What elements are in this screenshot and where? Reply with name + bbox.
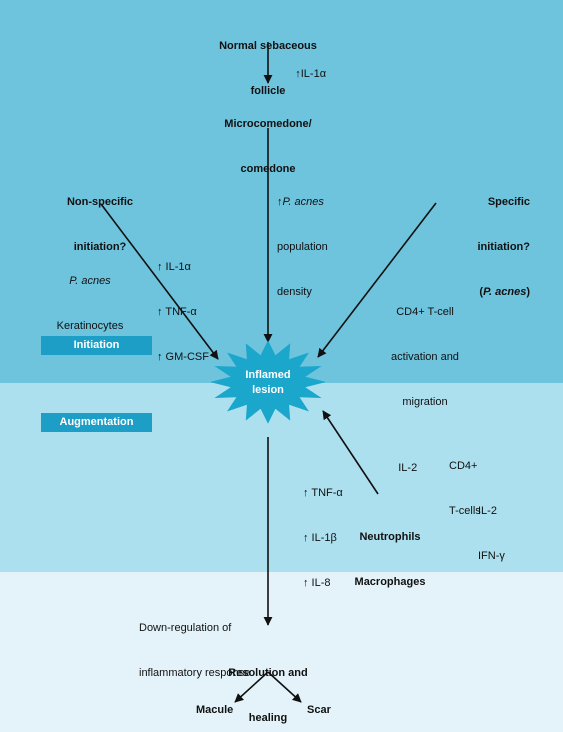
nonspecific-line2: initiation? (73, 241, 127, 253)
cd4-activation-line1: CD4+ T-cell (396, 306, 454, 318)
cd4-tcells-line1: CD4+ (449, 460, 478, 472)
pacnes-density-annotation: ↑P. acnes population density (277, 165, 328, 330)
downregulation-line1: Down-regulation of (139, 622, 232, 634)
cd4-activation-line3: migration (402, 396, 448, 408)
nonspecific-initiation-label: Non-specific initiation? (40, 165, 160, 285)
specific-pacnes-text: P. acnes (483, 286, 527, 298)
nonspecific-line1: Non-specific (66, 196, 133, 208)
microcomedone-line2: comedone (240, 163, 296, 175)
scar-label: Scar (307, 704, 331, 716)
arrow-nonspecific-to-lesion (100, 203, 219, 360)
il2-annotation: IL-2 (386, 446, 417, 491)
density-line2: population (277, 241, 328, 253)
specific-initiation-label: Specific initiation? (P. acnes) (380, 165, 530, 330)
resolution-healing-label: Resolution and healing (193, 636, 343, 732)
inflamed-lesion-label: Inflamed lesion (218, 368, 318, 398)
cytokine-mid-il8: ↑ IL-8 (303, 577, 331, 589)
pacnes-keratinocytes-annotation: P. acnes Keratinocytes (40, 244, 140, 364)
il2-ifn-line1: IL-2 (478, 505, 497, 517)
microcomedone-line1: Microcomedone/ (224, 118, 312, 130)
pacnes-kerat-line1: P. acnes (69, 275, 111, 287)
cytokine-mid-tnfa: ↑ TNF-α (303, 487, 343, 499)
augmentation-phase-label: Augmentation (41, 413, 152, 432)
resolution-line2: healing (248, 712, 288, 724)
specific-line1: Specific (487, 196, 530, 208)
resolution-line1: Resolution and (228, 667, 308, 679)
cd4-tcells-annotation: CD4+ T-cells (449, 429, 481, 549)
specific-paren-open: ( (479, 286, 484, 298)
initiation-band (0, 0, 563, 383)
arrow-to-scar (267, 671, 302, 703)
cytokines-left-annotation: ↑ IL-1α ↑ TNF-α ↑ GM-CSF (157, 230, 209, 395)
specific-paren-close: ) (526, 286, 530, 298)
cd4-activation-annotation: CD4+ T-cell activation and migration (370, 275, 480, 440)
microcomedone-label: Microcomedone/ comedone (193, 87, 343, 207)
cytokine-left-gmcsf: ↑ GM-CSF (157, 351, 209, 363)
normal-follicle-line1: Normal sebaceous (219, 40, 317, 52)
normal-follicle-line2: follicle (250, 85, 286, 97)
arrow-neutrophils-to-lesion (322, 410, 379, 495)
macrophages-line: Macrophages (354, 576, 426, 588)
downregulation-line2: inflammatory response (139, 667, 251, 679)
cytokines-mid-annotation: ↑ TNF-α ↑ IL-1β ↑ IL-8 (303, 456, 343, 621)
cytokine-mid-il1b: ↑ IL-1β (303, 532, 337, 544)
specific-line2: initiation? (477, 241, 530, 253)
cd4-tcells-line2: T-cells (449, 505, 481, 517)
il2-text: IL-2 (398, 462, 418, 474)
initiation-phase-label: Initiation (41, 336, 152, 355)
cytokine-left-il1a: ↑ IL-1α (157, 261, 191, 273)
inflamed-lesion-starburst (210, 340, 326, 424)
arrow-to-macule (234, 671, 269, 703)
il2-ifn-annotation: IL-2 IFN-γ (478, 474, 505, 594)
normal-follicle-label: Normal sebaceous follicle (193, 9, 343, 129)
lesion-line1: Inflamed (245, 369, 291, 381)
density-pacnes-text: P. acnes (282, 196, 324, 208)
neutrophils-macrophages-label: Neutrophils Macrophages (335, 500, 445, 620)
density-line3: density (277, 286, 312, 298)
neutrophils-line: Neutrophils (359, 531, 421, 543)
pacnes-kerat-line2: Keratinocytes (56, 320, 124, 332)
il2-ifn-line2: IFN-γ (478, 550, 505, 562)
cd4-activation-line2: activation and (391, 351, 459, 363)
lesion-line2: lesion (252, 384, 284, 396)
cytokine-left-tnfa: ↑ TNF-α (157, 306, 197, 318)
downregulation-annotation: Down-regulation of inflammatory response (139, 591, 250, 711)
arrow-specific-to-lesion (317, 202, 437, 358)
il1a-top-annotation: ↑IL-1α (283, 52, 326, 97)
macule-label: Macule (196, 704, 234, 716)
il1a-top-text: ↑IL-1α (295, 68, 327, 80)
density-arrow-glyph: ↑ (277, 196, 283, 208)
resolution-band (0, 572, 563, 732)
